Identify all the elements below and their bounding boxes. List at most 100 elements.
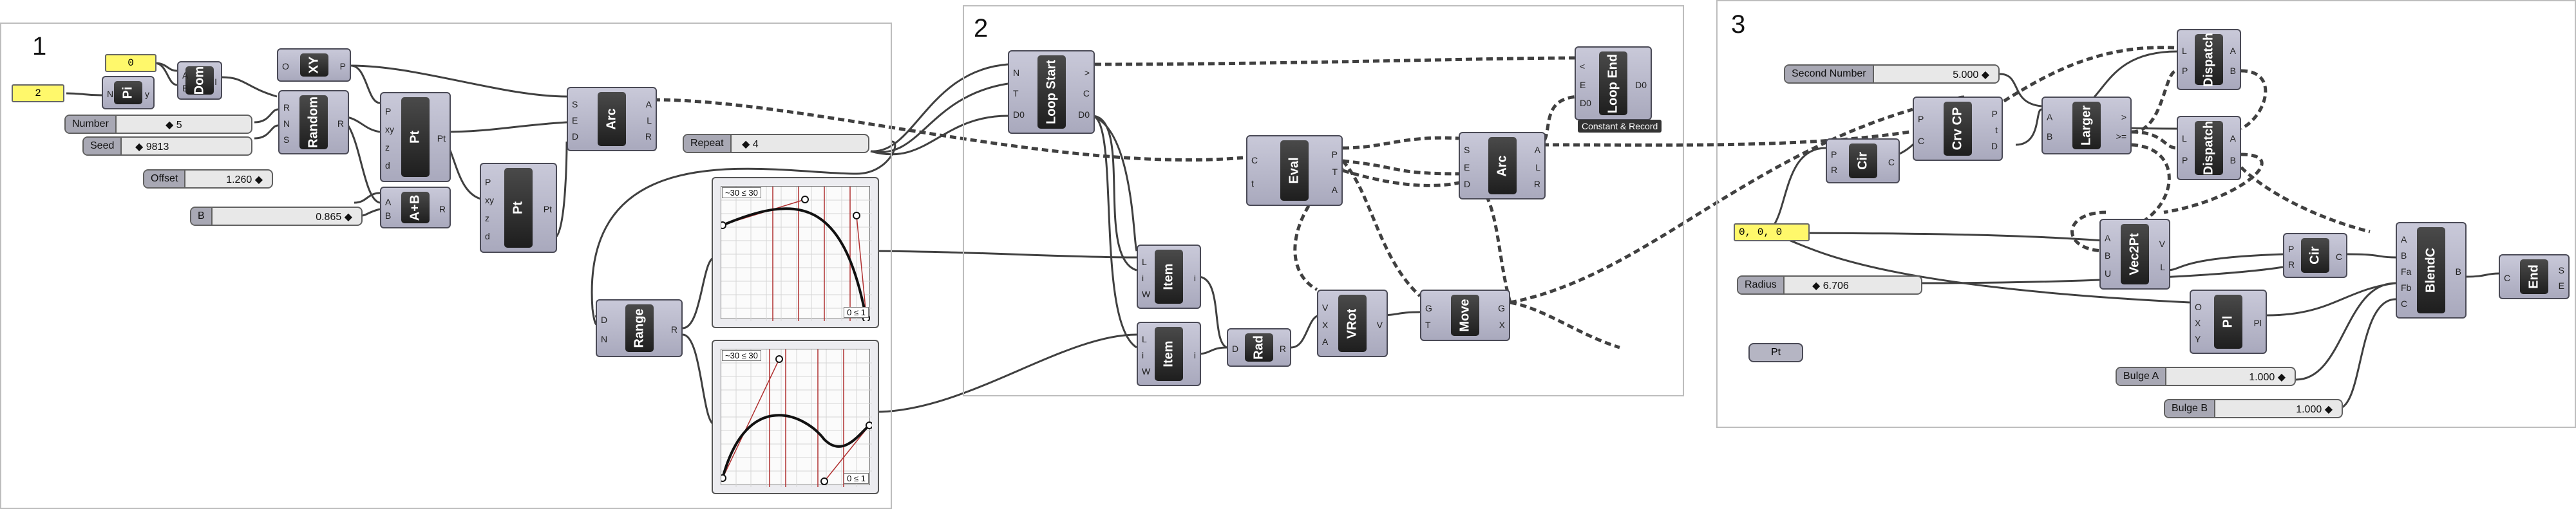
output-pin[interactable]: P xyxy=(339,61,346,71)
input-pin[interactable]: L xyxy=(1142,257,1147,267)
input-pin[interactable]: W xyxy=(1142,289,1151,299)
component-pt2-body[interactable]: Pt xyxy=(504,168,533,248)
input-pin[interactable]: P xyxy=(1831,149,1837,160)
input-pin[interactable]: G xyxy=(1425,302,1432,313)
output-pin[interactable]: S xyxy=(2558,265,2564,276)
output-pin[interactable]: R xyxy=(337,118,344,129)
input-pin[interactable]: P xyxy=(385,106,392,116)
output-pin[interactable]: R xyxy=(1279,344,1286,354)
input-pin[interactable]: P xyxy=(485,177,491,187)
component-crv-cp-body[interactable]: Crv CP xyxy=(1944,102,1972,156)
component-arc1-body[interactable]: Arc xyxy=(598,92,626,146)
input-pin[interactable]: A xyxy=(2047,112,2053,122)
component-random-body[interactable]: Random xyxy=(299,95,328,149)
output-pin[interactable]: L xyxy=(2160,262,2165,273)
input-pin[interactable]: < xyxy=(1580,60,1586,71)
input-pin[interactable]: Fa xyxy=(2401,266,2412,277)
input-pin[interactable]: xy xyxy=(485,195,494,205)
component-loop-end-body[interactable]: Loop End xyxy=(1599,51,1627,115)
component-end-body[interactable]: End xyxy=(2520,259,2548,294)
input-pin[interactable]: R xyxy=(2288,259,2295,270)
output-pin[interactable]: R xyxy=(670,324,677,335)
output-pin[interactable]: R xyxy=(1533,178,1540,189)
input-pin[interactable]: E xyxy=(1464,162,1470,172)
panel-origin[interactable]: 0, 0, 0 xyxy=(1734,223,1810,241)
output-pin[interactable]: C xyxy=(1888,157,1895,167)
output-pin[interactable]: D0 xyxy=(1078,109,1090,120)
graph-mapper-2-plot[interactable] xyxy=(719,349,873,487)
input-pin[interactable]: B xyxy=(2047,131,2053,142)
slider-bulge-b[interactable]: Bulge B 1.000 ◆ xyxy=(2164,399,2343,418)
input-pin[interactable]: S xyxy=(1464,145,1470,156)
component-item2-body[interactable]: Item xyxy=(1155,327,1183,381)
output-pin[interactable]: i xyxy=(1193,273,1196,283)
component-dom-body[interactable]: Dom xyxy=(185,66,214,95)
output-pin[interactable]: G xyxy=(1498,302,1505,313)
input-pin[interactable]: C xyxy=(2401,299,2408,309)
input-pin[interactable]: X xyxy=(1322,319,1329,330)
input-pin[interactable]: L xyxy=(2182,133,2187,144)
input-pin[interactable]: S xyxy=(572,99,578,109)
output-pin[interactable]: P xyxy=(1991,109,1998,119)
input-pin[interactable]: B xyxy=(385,210,392,221)
output-pin[interactable]: P xyxy=(1331,149,1338,160)
output-pin[interactable]: C xyxy=(2335,252,2342,262)
component-dispatch1-body[interactable]: Dispatch xyxy=(2195,32,2223,87)
input-pin[interactable]: D xyxy=(601,315,608,325)
component-xy-body[interactable]: XY xyxy=(299,53,328,77)
input-pin[interactable]: D0 xyxy=(1013,109,1025,120)
group-3[interactable] xyxy=(1716,0,2576,428)
output-pin[interactable]: C xyxy=(1083,88,1090,98)
input-pin[interactable]: t xyxy=(1251,178,1254,189)
graph-mapper-2[interactable]: ~30 ≤ 30 0 ≤ 1 xyxy=(712,340,879,494)
component-range-body[interactable]: Range xyxy=(625,304,654,352)
input-pin[interactable]: B xyxy=(2105,250,2111,261)
input-pin[interactable]: d xyxy=(485,231,490,241)
input-pin[interactable]: E xyxy=(1580,79,1586,90)
component-loop-start-body[interactable]: Loop Start xyxy=(1037,55,1066,129)
input-pin[interactable]: A xyxy=(2105,232,2111,243)
input-pin[interactable]: V xyxy=(1322,302,1329,313)
input-pin[interactable]: A xyxy=(182,70,189,80)
input-pin[interactable]: P xyxy=(2182,154,2188,165)
input-pin[interactable]: D xyxy=(1464,178,1471,189)
output-pin[interactable]: A xyxy=(2230,45,2236,56)
input-pin[interactable]: X xyxy=(2195,318,2201,328)
group-2[interactable] xyxy=(963,5,1684,396)
output-pin[interactable]: X xyxy=(1499,320,1505,331)
slider-seed[interactable]: Seed ◆ 9813 xyxy=(82,136,252,156)
input-pin[interactable]: N xyxy=(107,89,114,99)
component-item1-body[interactable]: Item xyxy=(1155,250,1183,304)
input-pin[interactable]: z xyxy=(485,213,489,223)
input-pin[interactable]: T xyxy=(1425,320,1431,331)
slider-second-number[interactable]: Second Number 5.000 ◆ xyxy=(1784,64,2000,84)
input-pin[interactable]: P xyxy=(2182,66,2188,77)
input-pin[interactable]: A xyxy=(1322,336,1329,347)
input-pin[interactable]: W xyxy=(1142,366,1151,376)
component-cir1-body[interactable]: Cir xyxy=(1848,143,1877,178)
input-pin[interactable]: C xyxy=(2504,273,2511,283)
output-pin[interactable]: > xyxy=(2121,112,2126,122)
component-cir2-body[interactable]: Cir xyxy=(2301,238,2329,273)
output-pin[interactable]: t xyxy=(1995,125,1998,135)
slider-radius[interactable]: Radius ◆ 6.706 xyxy=(1737,275,1922,295)
